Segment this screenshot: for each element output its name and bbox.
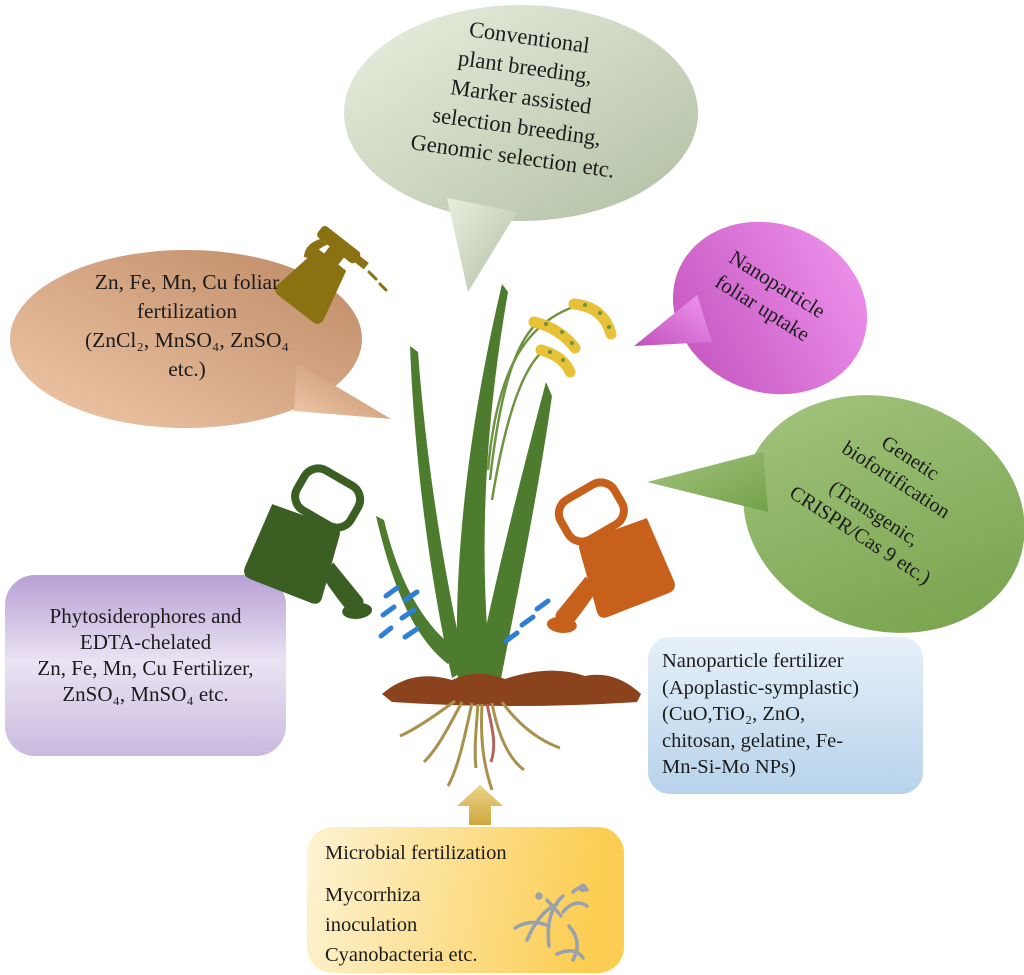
- myco-strand: [513, 920, 551, 930]
- root-strand: [422, 701, 464, 764]
- water-drops-left: [378, 585, 420, 640]
- bubble-conventional-breeding: [344, 5, 698, 292]
- box-nanoparticle-fertilizer-text: Nanoparticle fertilizer (Apoplastic-symp…: [662, 648, 912, 781]
- grain-cluster: [535, 344, 576, 378]
- spray-dash: [367, 270, 378, 281]
- box-line: Nanoparticle fertilizer: [662, 650, 844, 672]
- box-phytosiderophores: [5, 575, 286, 756]
- spray-bottle-icon: [274, 225, 369, 324]
- box-list: Mycorrhiza inoculation Cyanobacteria etc…: [325, 880, 610, 970]
- water-dash: [380, 604, 397, 618]
- bubble-ellipse: [672, 221, 868, 395]
- can-handle: [291, 464, 365, 532]
- roots: [399, 699, 561, 791]
- water-drops-right: [503, 598, 551, 644]
- bubble-ellipse: [10, 250, 362, 428]
- watering-can-left-icon: [244, 464, 373, 619]
- bubble-tail: [647, 452, 768, 512]
- bubble-line: Zn, Fe, Mn, Cu foliar: [94, 270, 280, 294]
- box-nanoparticle-fertilizer: [648, 637, 923, 794]
- box-microbial-fertilization-text: Microbial fertilization Mycorrhiza inocu…: [325, 840, 610, 970]
- can-rose: [342, 602, 373, 619]
- water-dash: [402, 589, 420, 603]
- rice-leaf: [474, 382, 552, 684]
- can-body: [244, 504, 340, 604]
- myco-strand: [555, 949, 585, 960]
- watering-can-right-icon: [546, 478, 675, 633]
- box-line: Mn-Si-Mo NPs): [662, 756, 796, 778]
- bubble-line: fertilization: [136, 299, 238, 323]
- bubble-line: etc.): [168, 357, 206, 381]
- box-line: ZnSO₄, MnSO₄ etc.: [62, 682, 229, 706]
- sprayer-neck: [322, 244, 346, 267]
- myco-strand: [545, 898, 563, 918]
- bubble-nanoparticle-foliar-uptake: [634, 221, 868, 395]
- water-dash: [399, 607, 417, 621]
- grain-speckles: [544, 303, 611, 362]
- spray-mist: [367, 270, 388, 292]
- rice-leaf: [410, 346, 466, 678]
- sprayer-trigger: [303, 239, 328, 260]
- box-line: (CuO,TiO₂, ZnO,: [662, 703, 806, 725]
- bubble-foliar-fertilization-text: Zn, Fe, Mn, Cu foliar fertilization (ZnC…: [28, 268, 346, 384]
- grain-cluster: [528, 316, 581, 354]
- can-handle: [554, 478, 628, 546]
- water-dash: [534, 598, 551, 612]
- water-dash: [402, 626, 420, 640]
- root-strand: [446, 702, 474, 787]
- bubble-line: (ZnCl₂, MnSO₄, ZnSO₄: [84, 328, 290, 352]
- root-strand: [490, 702, 525, 772]
- root-strand: [399, 699, 456, 738]
- water-dash: [383, 585, 400, 599]
- can-rose: [546, 616, 577, 633]
- box-line: Zn, Fe, Mn, Cu Fertilizer,: [37, 656, 254, 680]
- root-strand: [473, 703, 480, 769]
- grain-cluster: [568, 298, 617, 340]
- rice-leaf: [456, 284, 508, 684]
- box-title: Microbial fertilization: [325, 842, 507, 864]
- panicle-stem: [490, 351, 543, 501]
- myco-strand: [567, 924, 579, 962]
- water-dash: [378, 625, 394, 639]
- box-line: (Apoplastic-symplastic): [662, 676, 859, 699]
- water-dash: [519, 614, 536, 628]
- can-body: [579, 518, 675, 618]
- mycorrhiza-icon: [513, 883, 589, 962]
- rice-leaf: [376, 516, 460, 664]
- myco-strand: [561, 901, 589, 914]
- up-arrow-icon: [457, 785, 503, 825]
- bubble-genetic-biofortification: [647, 395, 1024, 633]
- bubble-tail: [447, 198, 517, 292]
- water-dash: [503, 630, 520, 644]
- box-line: Phytosiderophores and: [49, 604, 242, 628]
- root-strand: [480, 703, 494, 791]
- myco-strand: [546, 894, 565, 948]
- bubble-ellipse: [344, 5, 698, 221]
- sprayer-nozzle: [353, 255, 369, 270]
- box-line: EDTA-chelated: [79, 630, 212, 654]
- box-phytosiderophores-text: Phytosiderophores and EDTA-chelated Zn, …: [5, 603, 286, 707]
- sprayer-body: [274, 248, 347, 324]
- myco-node: [578, 883, 588, 893]
- can-spout: [555, 576, 597, 628]
- soil-mound: [382, 670, 641, 706]
- myco-node: [535, 892, 543, 900]
- spray-dash: [378, 282, 388, 292]
- box-line: chitosan, gelatine, Fe-: [662, 729, 844, 752]
- box-line: Cyanobacteria etc.: [325, 943, 478, 966]
- bubble-foliar-fertilization: [10, 250, 391, 428]
- box-microbial-fertilization: [307, 827, 624, 973]
- root-strand: [500, 701, 561, 750]
- root-strand-red: [485, 703, 496, 763]
- box-line: inoculation: [325, 913, 418, 936]
- box-line: Mycorrhiza: [325, 883, 421, 906]
- can-spout: [322, 562, 364, 614]
- bubble-tail: [634, 295, 712, 346]
- bubble-ellipse: [743, 395, 1024, 633]
- sprayer-head: [317, 225, 361, 264]
- panicle-stem: [488, 323, 537, 481]
- bubble-tail: [294, 363, 391, 419]
